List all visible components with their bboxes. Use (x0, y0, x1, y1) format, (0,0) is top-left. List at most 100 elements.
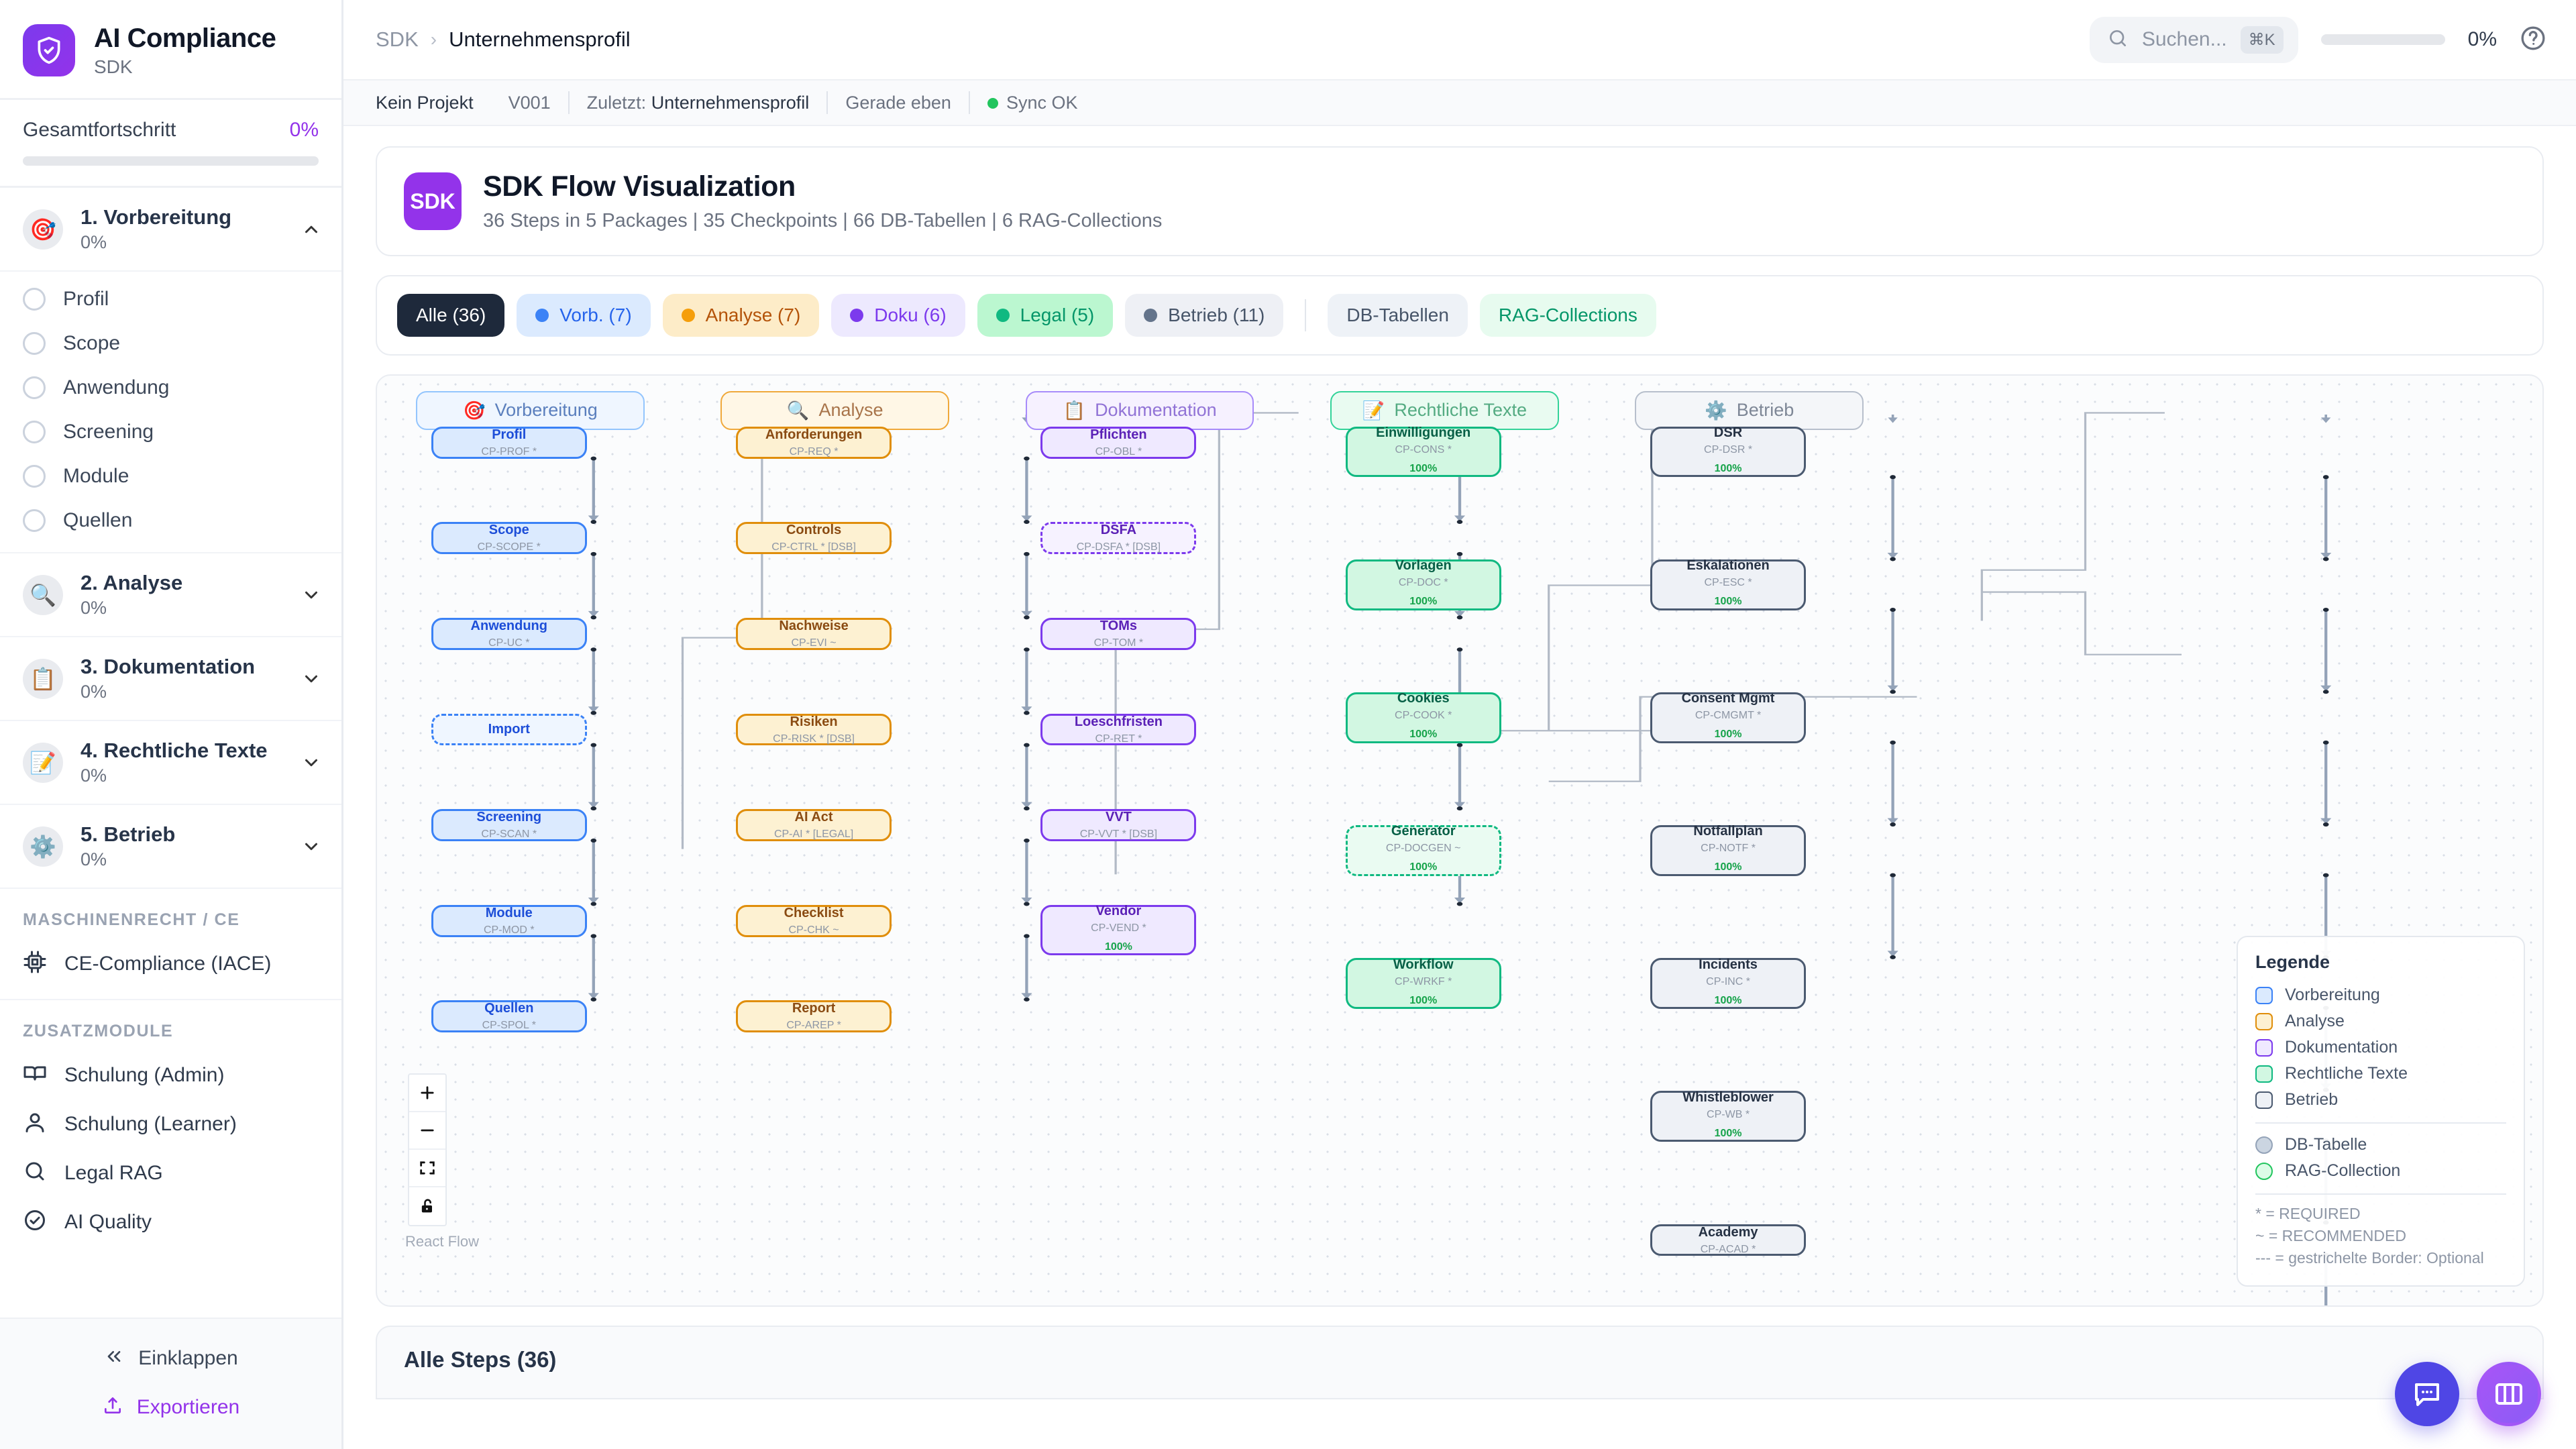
export-label: Exportieren (136, 1395, 240, 1418)
sidebar-item-schulung-learner[interactable]: Schulung (Learner) (0, 1099, 341, 1148)
sidebar-item-ce-compliance[interactable]: CE-Compliance (IACE) (0, 939, 341, 988)
flow-node-import[interactable]: Import (431, 713, 587, 746)
sidebar-section-machine: MASCHINENRECHT / CE CE-Compliance (IACE) (0, 889, 341, 1000)
sidebar-item-schulung-admin[interactable]: Schulung (Admin) (0, 1051, 341, 1099)
filter-chip-alle[interactable]: Alle (36) (397, 294, 505, 337)
chevron-down-icon[interactable] (301, 669, 321, 689)
sidebar-item-profil[interactable]: Profil (0, 277, 341, 321)
step-status-radio[interactable] (23, 421, 46, 443)
filter-chip-legal[interactable]: Legal (5) (977, 294, 1114, 337)
sidebar-item-scope[interactable]: Scope (0, 321, 341, 366)
step-status-radio[interactable] (23, 465, 46, 488)
node-percent: 100% (1714, 994, 1742, 1006)
brand-header[interactable]: AI Compliance SDK (0, 0, 341, 100)
zoom-in-icon[interactable] (409, 1075, 445, 1112)
sidebar-item-quellen[interactable]: Quellen (0, 498, 341, 543)
filter-chip-betrieb[interactable]: Betrieb (11) (1125, 294, 1284, 337)
sidebar-section-extra: ZUSATZMODULE Schulung (Admin) (0, 1000, 341, 1246)
zoom-out-icon[interactable] (409, 1112, 445, 1150)
sidebar-item-ai-quality[interactable]: AI Quality (0, 1197, 341, 1246)
sidebar-item-label: Profil (63, 288, 109, 310)
breadcrumb-item-sdk[interactable]: SDK (376, 28, 419, 51)
filter-chip-rag-collections[interactable]: RAG-Collections (1479, 294, 1656, 337)
fit-view-icon[interactable] (409, 1150, 445, 1187)
sidebar-item-module[interactable]: Module (0, 454, 341, 498)
top-progress-track (2320, 34, 2445, 45)
columns-icon[interactable] (2477, 1362, 2541, 1426)
step-status-radio[interactable] (23, 288, 46, 311)
sidebar-item-legal-rag[interactable]: Legal RAG (0, 1148, 341, 1197)
overall-progress: Gesamtfortschritt 0% (0, 100, 341, 188)
filter-chip-doku[interactable]: Doku (6) (831, 294, 965, 337)
search-input[interactable]: Suchen... ⌘K (2089, 16, 2298, 63)
chevron-down-icon[interactable] (301, 585, 321, 605)
export-button[interactable]: Exportieren (0, 1383, 341, 1432)
filter-chip-vorb[interactable]: Vorb. (7) (517, 294, 651, 337)
sidebar-item-screening[interactable]: Screening (0, 410, 341, 454)
chevron-up-icon[interactable] (301, 219, 321, 239)
help-circle-icon[interactable] (2520, 25, 2546, 55)
collapse-sidebar-button[interactable]: Einklappen (0, 1334, 341, 1383)
step-status-radio[interactable] (23, 332, 46, 355)
chevron-down-icon[interactable] (301, 753, 321, 773)
node-code: CP-WRKF * (1395, 975, 1452, 987)
step-status-radio[interactable] (23, 376, 46, 399)
header-card: SDK SDK Flow Visualization 36 Steps in 5… (376, 146, 2544, 256)
meta-version: V001 (508, 92, 551, 113)
node-percent: 100% (1714, 729, 1742, 741)
status-dot (987, 98, 998, 109)
section-title-extra: ZUSATZMODULE (23, 1022, 174, 1040)
sidebar-item-anwendung[interactable]: Anwendung (0, 366, 341, 410)
lock-open-icon[interactable] (409, 1187, 445, 1225)
chat-bubble-icon[interactable] (2395, 1362, 2459, 1426)
chevron-down-icon[interactable] (301, 837, 321, 857)
breadcrumb-item-current: Unternehmensprofil (449, 28, 631, 51)
sidebar-item-label: Module (63, 465, 129, 487)
filter-chip-analyse[interactable]: Analyse (7) (662, 294, 820, 337)
legend-swatch (2255, 1091, 2273, 1109)
filter-chip-db-tabellen[interactable]: DB-Tabellen (1328, 294, 1468, 337)
group-emoji-icon: ⚙️ (1705, 400, 1727, 421)
sidebar-item-label: Screening (63, 421, 154, 443)
step-status-radio[interactable] (23, 509, 46, 532)
filter-chips: Alle (36) Vorb. (7) Analyse (7) Doku (6)… (376, 275, 2544, 356)
